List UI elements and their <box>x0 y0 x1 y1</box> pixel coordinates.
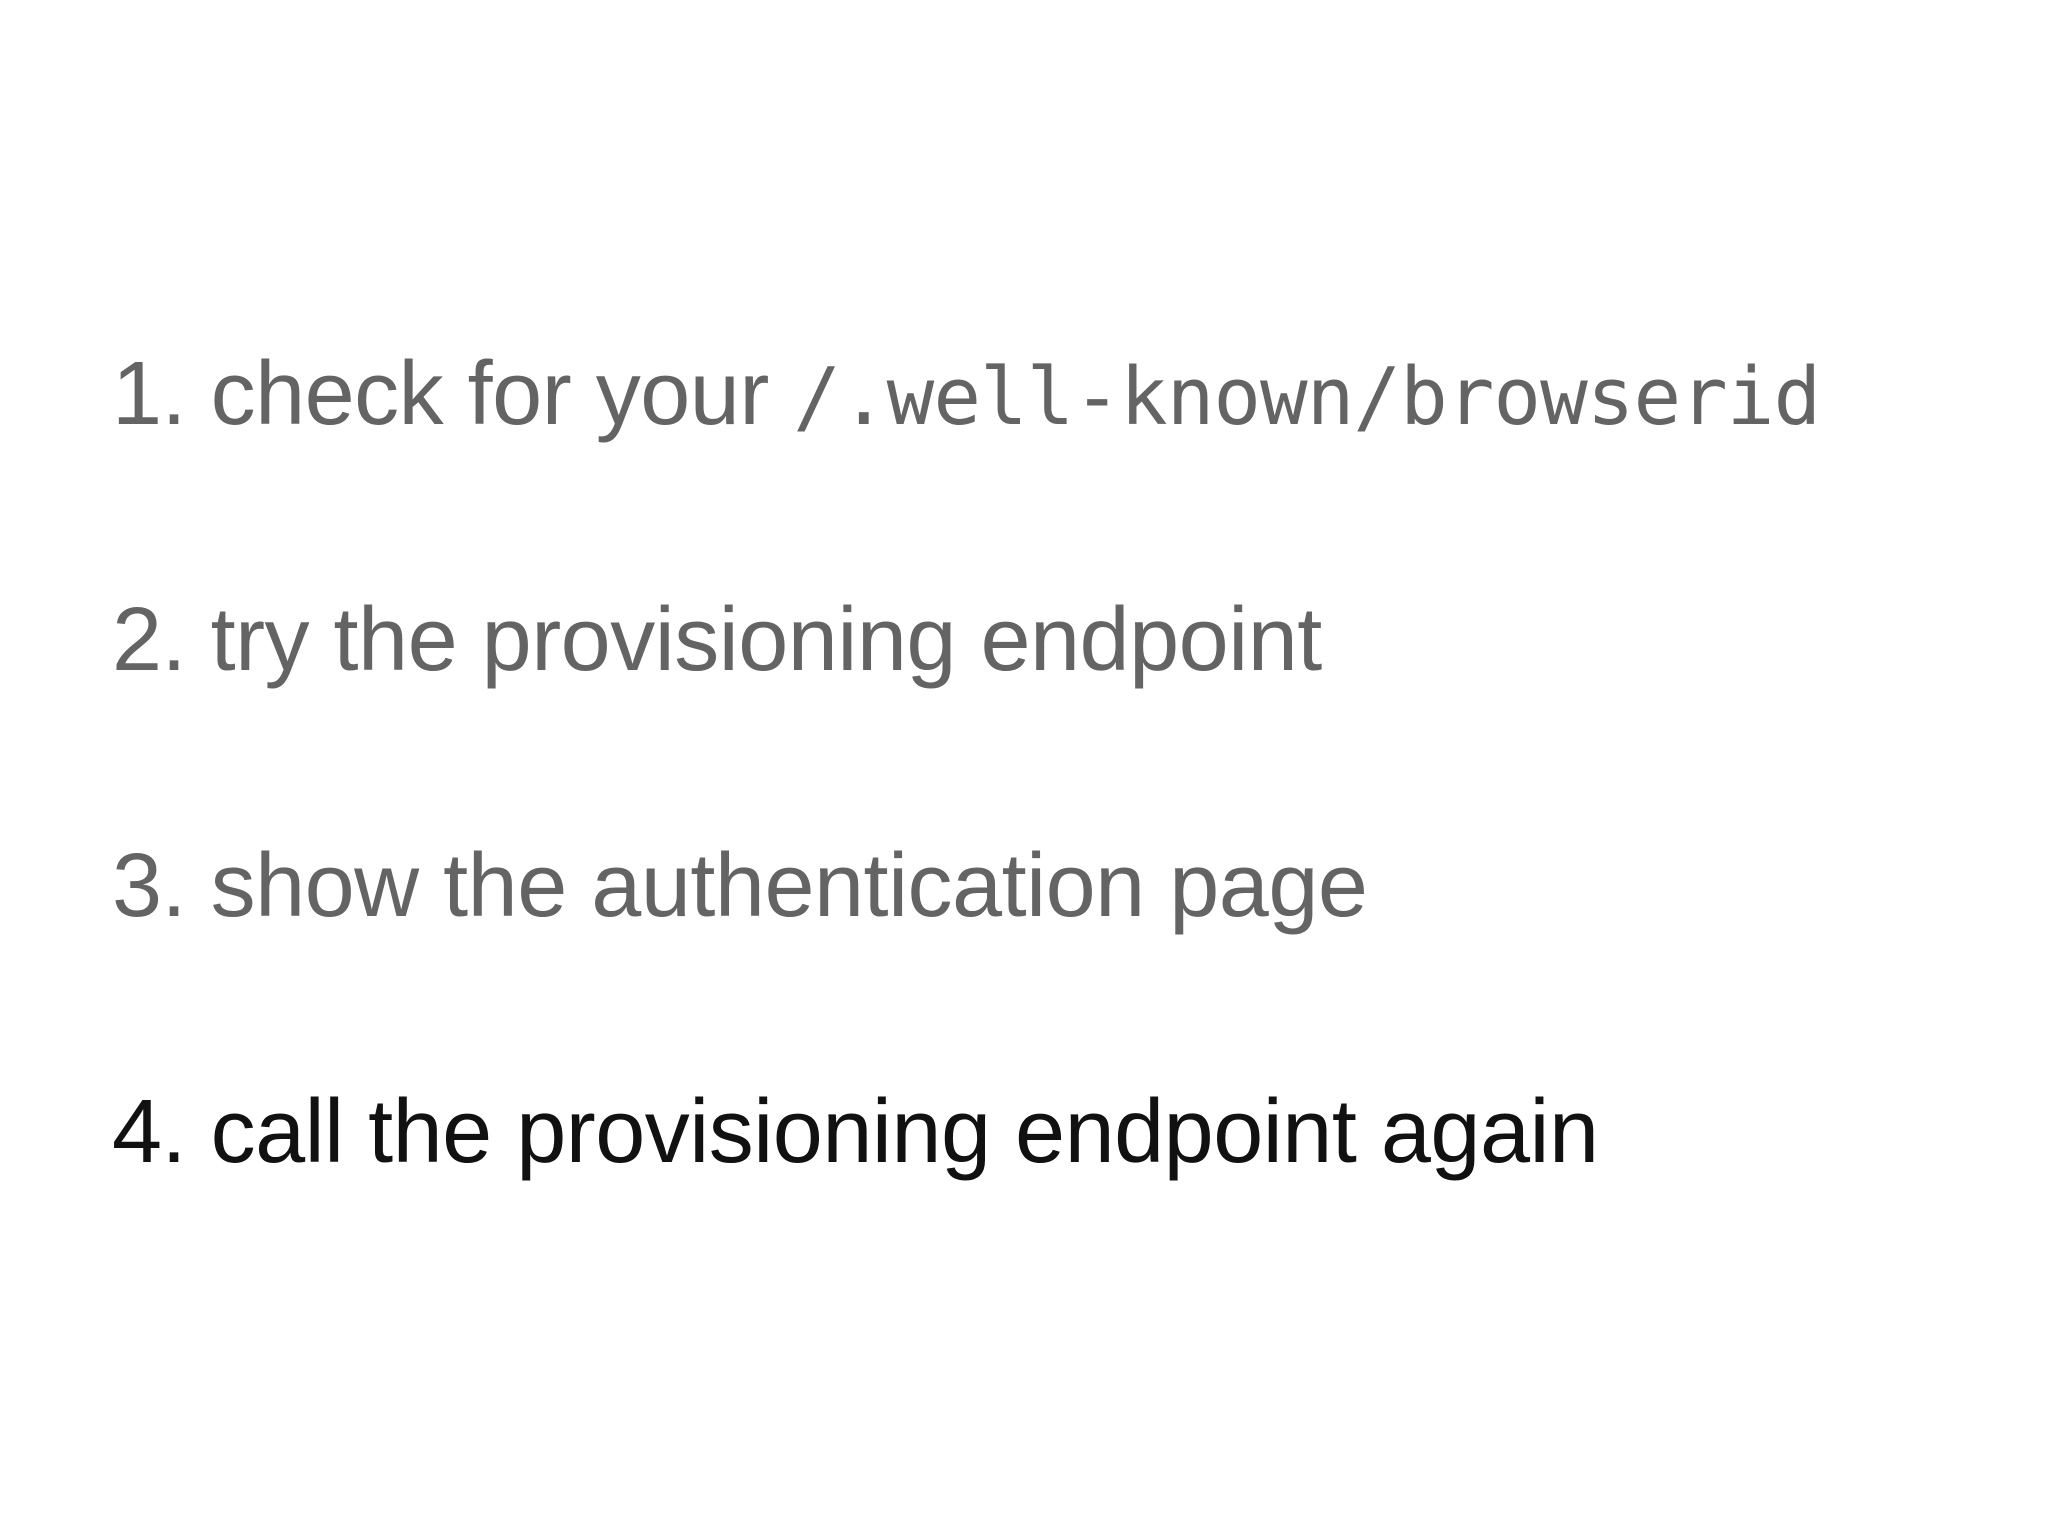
step-item-3: 3. show the authentication page <box>112 832 2008 943</box>
step-3-label: 3. show the authentication page <box>112 836 1368 936</box>
step-item-2: 2. try the provisioning endpoint <box>112 586 2008 697</box>
step-4-label: 4. call the provisioning endpoint again <box>112 1082 1599 1182</box>
step-item-1: 1. check for your /.well-known/browserid <box>112 340 2008 451</box>
step-item-4: 4. call the provisioning endpoint again <box>112 1078 2008 1189</box>
steps-list: 1. check for your /.well-known/browserid… <box>112 340 2008 1189</box>
step-1-label: 1. check for your <box>112 344 794 444</box>
step-2-label: 2. try the provisioning endpoint <box>112 590 1322 690</box>
step-1-inline-code: /.well-known/browserid <box>793 350 1821 443</box>
